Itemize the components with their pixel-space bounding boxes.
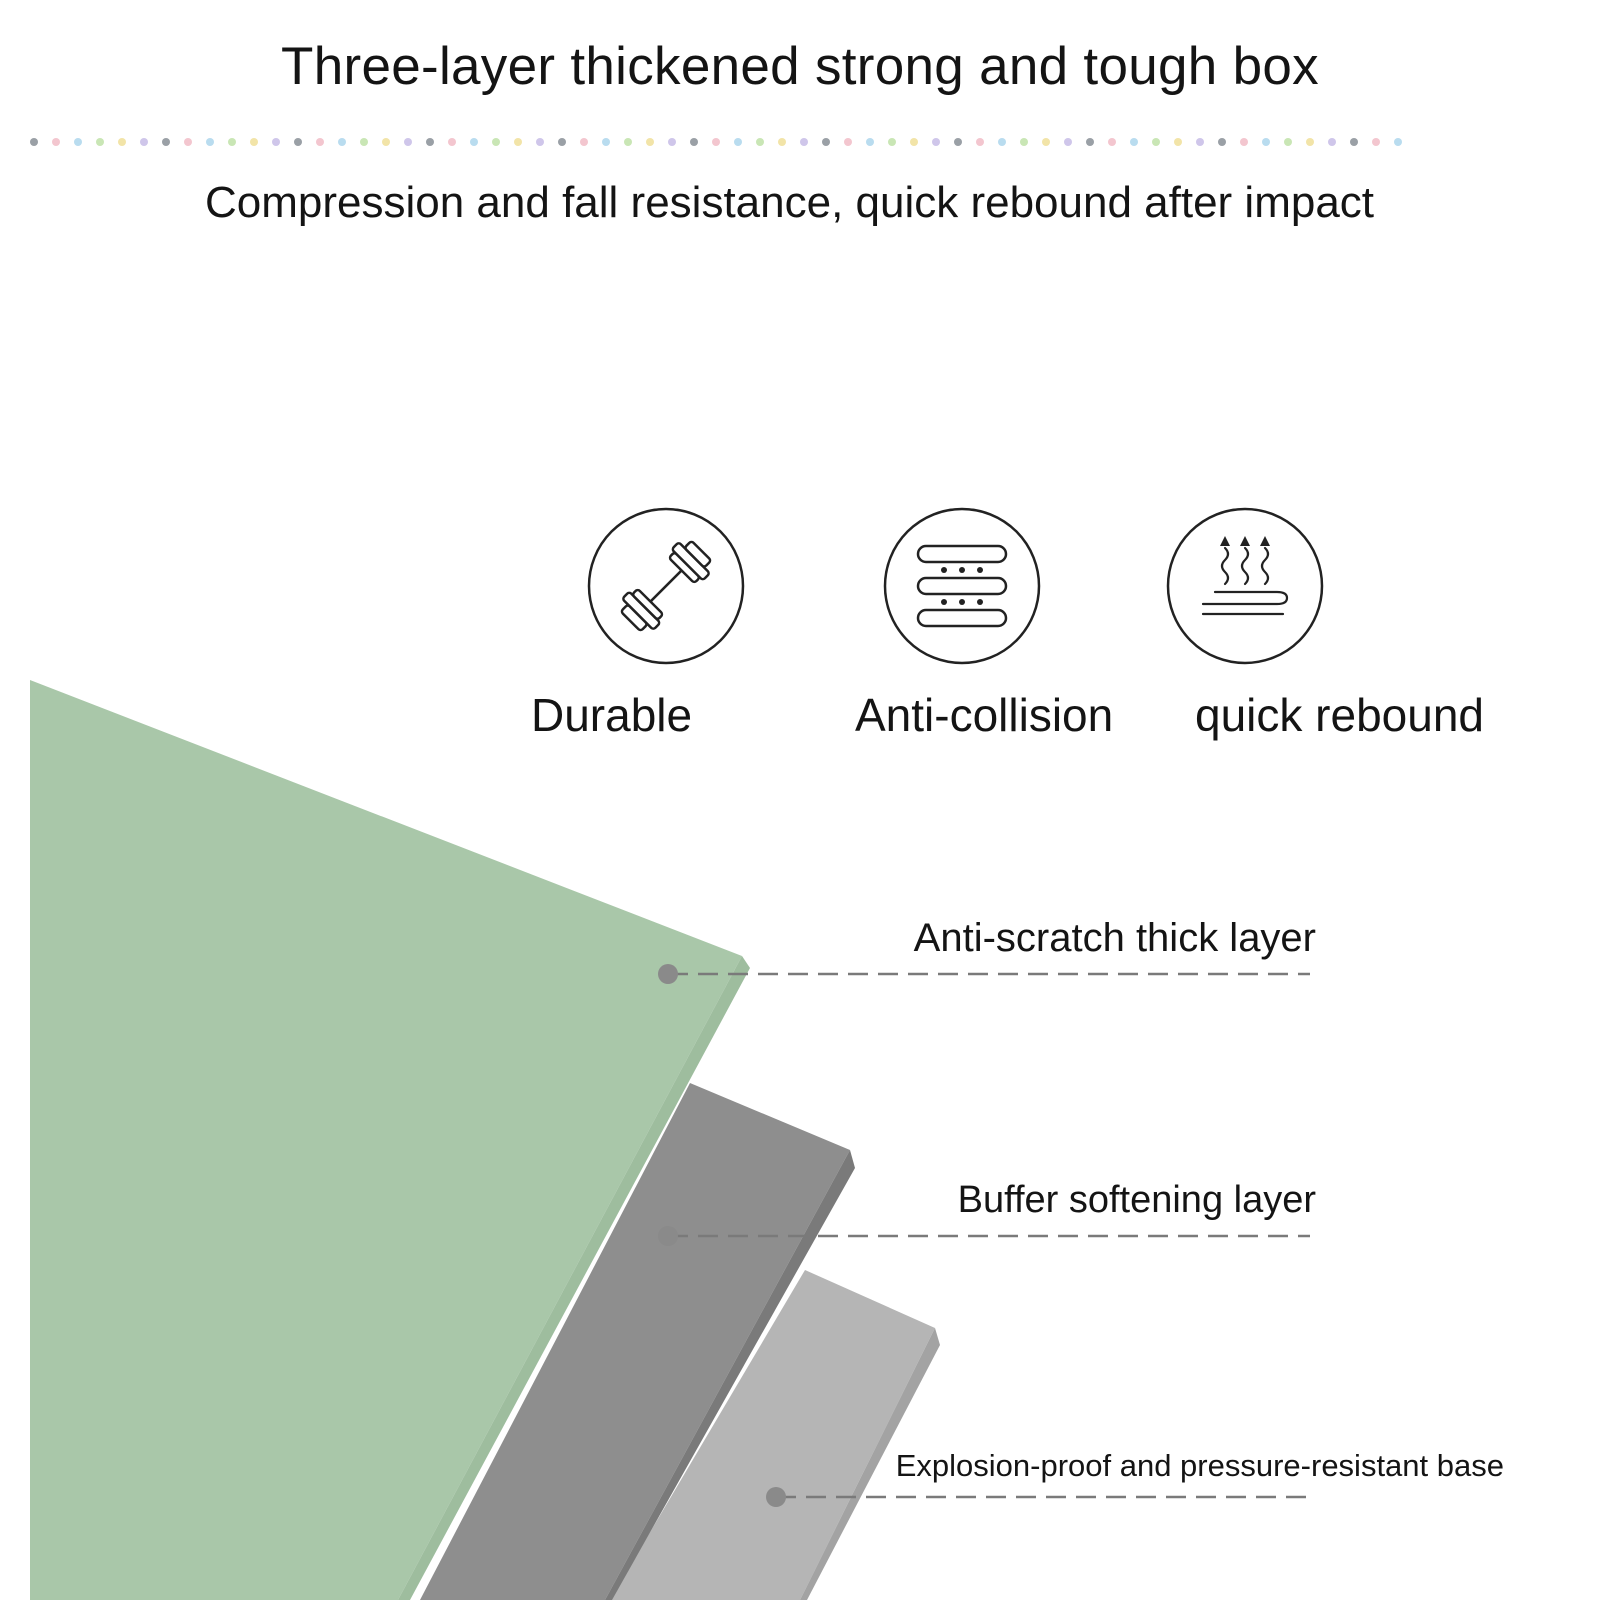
divider-dot — [162, 138, 170, 146]
buffer-layer-shape — [420, 1083, 850, 1600]
divider-dot — [822, 138, 830, 146]
divider-dot — [140, 138, 148, 146]
divider-dot — [96, 138, 104, 146]
divider-dot — [206, 138, 214, 146]
divider-dot — [228, 138, 236, 146]
divider-dot — [294, 138, 302, 146]
top-layer-shape — [30, 680, 742, 1600]
divider-dot — [800, 138, 808, 146]
divider-dot — [52, 138, 60, 146]
divider-dot — [580, 138, 588, 146]
divider-dot — [1328, 138, 1336, 146]
divider-dot — [492, 138, 500, 146]
layer-label-base: Explosion-proof and pressure-resistant b… — [895, 1448, 1504, 1483]
divider-dot — [1284, 138, 1292, 146]
divider-dot — [624, 138, 632, 146]
divider-dot — [74, 138, 82, 146]
dumbbell-icon — [587, 507, 745, 665]
divider-dot — [338, 138, 346, 146]
base-layer-shape — [610, 1270, 935, 1600]
divider-dot — [426, 138, 434, 146]
divider-dot — [1152, 138, 1160, 146]
divider-dot — [690, 138, 698, 146]
base-layer-edge — [800, 1328, 940, 1600]
leader-dot-base — [766, 1487, 786, 1507]
divider-dot — [360, 138, 368, 146]
divider-dot — [778, 138, 786, 146]
divider-dot — [470, 138, 478, 146]
divider-dot — [646, 138, 654, 146]
feature-label-durable: Durable — [531, 689, 693, 741]
divider-dot — [998, 138, 1006, 146]
divider-dot — [976, 138, 984, 146]
divider-dot — [1108, 138, 1116, 146]
divider-dot — [382, 138, 390, 146]
leader-dot-buffer — [658, 1226, 678, 1246]
divider-dot — [1218, 138, 1226, 146]
divider-dot — [272, 138, 280, 146]
divider-dot — [1064, 138, 1072, 146]
divider-dot — [712, 138, 720, 146]
divider-dot — [668, 138, 676, 146]
title-area: Three-layer thickened strong and tough b… — [0, 0, 1600, 110]
divider-dot — [514, 138, 522, 146]
divider-dot — [910, 138, 918, 146]
divider-dot — [448, 138, 456, 146]
page-subtitle: Compression and fall resistance, quick r… — [205, 178, 1375, 227]
divider-dot — [1306, 138, 1314, 146]
buffer-layer-edge — [605, 1150, 855, 1600]
divider-dot — [404, 138, 412, 146]
divider-dot — [558, 138, 566, 146]
divider-dot — [118, 138, 126, 146]
divider-dot — [536, 138, 544, 146]
layer-label-buffer: Buffer softening layer — [957, 1179, 1316, 1221]
divider-dot — [954, 138, 962, 146]
feature-label-quick-rebound: quick rebound — [1195, 689, 1484, 741]
divider-dot — [1372, 138, 1380, 146]
divider-dot — [1240, 138, 1248, 146]
divider-dot — [1130, 138, 1138, 146]
rebound-arrows-icon — [1166, 507, 1324, 665]
divider-dot — [932, 138, 940, 146]
divider-dot — [1042, 138, 1050, 146]
divider-dot — [1262, 138, 1270, 146]
dotted-divider — [30, 138, 1402, 146]
divider-dot — [844, 138, 852, 146]
divider-dot — [184, 138, 192, 146]
divider-dot — [1174, 138, 1182, 146]
divider-dot — [316, 138, 324, 146]
divider-dot — [866, 138, 874, 146]
divider-dot — [250, 138, 258, 146]
leader-dot-top — [658, 964, 678, 984]
divider-dot — [888, 138, 896, 146]
top-layer-edge — [398, 956, 750, 1600]
divider-dot — [734, 138, 742, 146]
page-title: Three-layer thickened strong and tough b… — [281, 37, 1319, 96]
divider-dot — [756, 138, 764, 146]
divider-dot — [602, 138, 610, 146]
feature-label-anti-collision: Anti-collision — [855, 689, 1114, 741]
divider-dot — [1086, 138, 1094, 146]
layered-cushion-icon — [883, 507, 1041, 665]
divider-dot — [1020, 138, 1028, 146]
divider-dot — [1394, 138, 1402, 146]
divider-dot — [30, 138, 38, 146]
layer-label-anti-scratch: Anti-scratch thick layer — [913, 916, 1316, 960]
divider-dot — [1196, 138, 1204, 146]
divider-dot — [1350, 138, 1358, 146]
